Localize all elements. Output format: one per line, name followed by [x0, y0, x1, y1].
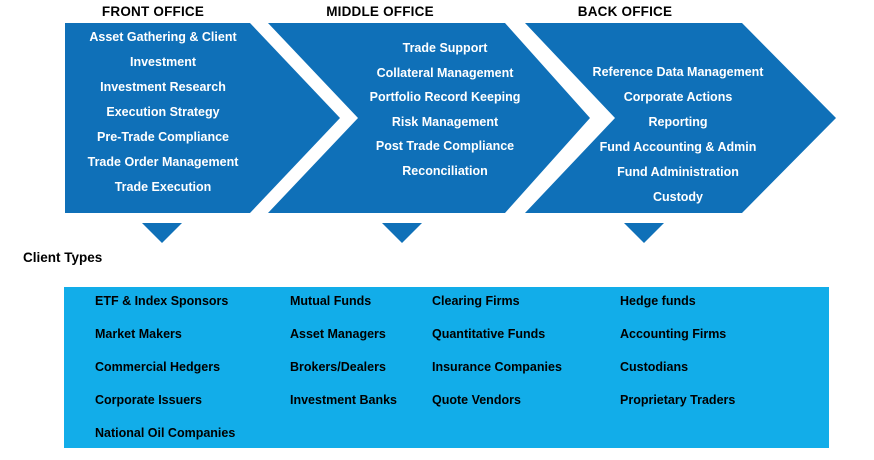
client-types-label: Client Types — [23, 250, 103, 265]
client-item: Clearing Firms — [432, 294, 520, 308]
office-item: Asset Gathering & Client — [89, 30, 237, 44]
office-item: Collateral Management — [376, 65, 514, 80]
middle-office-header: MIDDLE OFFICE — [326, 4, 434, 19]
down-arrow-icon — [142, 223, 182, 243]
back-office-list: Reference Data Management Corporate Acti… — [528, 60, 828, 210]
client-types-box: ETF & Index Sponsors Market Makers Comme… — [64, 287, 829, 448]
office-item: Portfolio Record Keeping — [369, 90, 521, 105]
office-item: Reconciliation — [402, 163, 488, 178]
office-item: Trade Order Management — [87, 155, 239, 169]
front-office-list: Asset Gathering & Client Investment Inve… — [65, 25, 261, 200]
office-item: Reporting — [648, 115, 708, 129]
office-item: Investment Research — [100, 80, 226, 94]
down-arrow-icon — [624, 223, 664, 243]
client-column-2: Mutual Funds Asset Managers Brokers/Deal… — [290, 285, 397, 417]
client-item: Corporate Issuers — [95, 393, 202, 407]
middle-office-list: Trade Support Collateral Management Port… — [303, 36, 587, 184]
office-item: Fund Administration — [617, 165, 739, 179]
client-item: Hedge funds — [620, 294, 696, 308]
client-item: National Oil Companies — [95, 426, 236, 440]
client-item: Commercial Hedgers — [95, 360, 221, 374]
back-office-header: BACK OFFICE — [577, 4, 673, 19]
client-item: Quote Vendors — [432, 393, 521, 407]
office-item: Risk Management — [391, 114, 499, 129]
office-item: Post Trade Compliance — [375, 139, 515, 154]
client-item: Accounting Firms — [620, 327, 727, 341]
office-item: Execution Strategy — [106, 105, 220, 119]
client-item: ETF & Index Sponsors — [95, 294, 229, 308]
office-item: Trade Execution — [114, 180, 212, 194]
client-item: Investment Banks — [290, 393, 397, 407]
down-arrow-icon — [382, 223, 422, 243]
office-item: Investment — [130, 55, 196, 69]
office-item: Trade Support — [402, 41, 488, 55]
client-item: Quantitative Funds — [432, 327, 546, 341]
client-column-3: Clearing Firms Quantitative Funds Insura… — [432, 285, 562, 417]
front-office-header: FRONT OFFICE — [101, 4, 205, 19]
client-item: Mutual Funds — [290, 294, 372, 308]
office-item: Reference Data Management — [592, 65, 764, 79]
client-item: Market Makers — [95, 327, 182, 341]
office-item: Corporate Actions — [623, 90, 733, 104]
client-item: Custodians — [620, 360, 689, 374]
client-column-1: ETF & Index Sponsors Market Makers Comme… — [95, 285, 235, 450]
office-item: Fund Accounting & Admin — [599, 140, 757, 154]
client-column-4: Hedge funds Accounting Firms Custodians … — [620, 285, 735, 417]
client-item: Brokers/Dealers — [290, 360, 386, 374]
office-item: Custody — [653, 190, 703, 204]
client-item: Asset Managers — [290, 327, 386, 341]
office-item: Pre-Trade Compliance — [97, 130, 229, 144]
client-item: Insurance Companies — [432, 360, 562, 374]
client-item: Proprietary Traders — [620, 393, 736, 407]
